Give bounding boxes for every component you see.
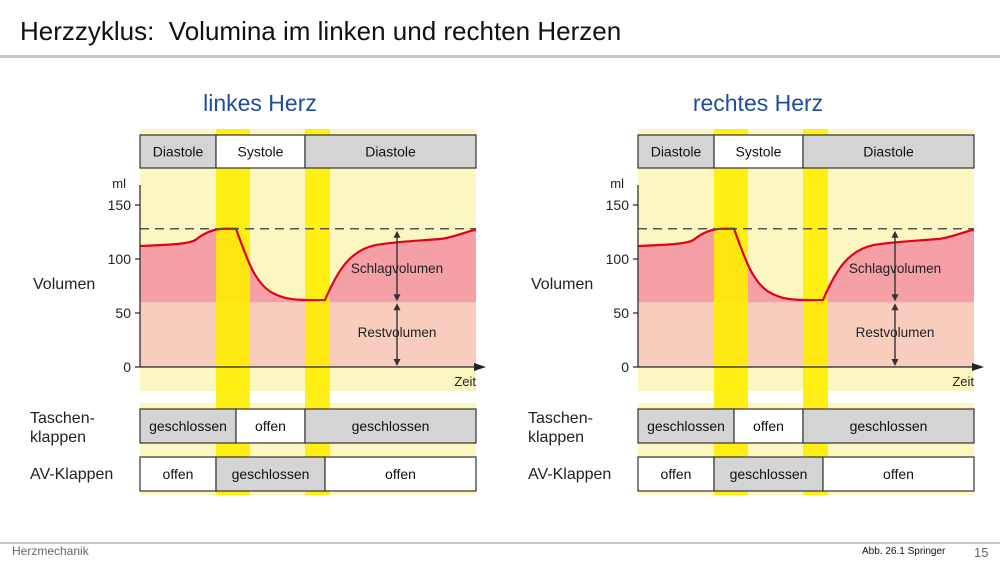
av-klappen-row-cell [324,456,477,492]
taschenklappen-row-cell-label: offen [753,418,784,434]
y-tick-label: 50 [613,305,629,321]
schlagvolumen-label: Schlagvolumen [849,261,941,276]
x-axis-arrow [474,363,486,371]
phase-row-cell [802,134,975,169]
x-axis-arrow [972,363,984,371]
x-axis-label: Zeit [454,374,476,389]
page-number: 15 [974,545,989,560]
slide-title: Herzzyklus: Volumina im linken und recht… [20,16,622,46]
y-tick-label: 100 [108,251,132,267]
volumen-label: Volumen [531,276,593,293]
y-tick-label: 0 [123,359,131,375]
panel-heading: rechtes Herz [692,90,824,116]
footer-topic: Herzmechanik [12,544,89,558]
taschenklappen-row-cell [304,408,477,444]
taschenklappen-row-cell [733,408,804,444]
av-klappen-label: AV-Klappen [30,466,113,483]
taschenklappen-label: klappen [30,429,86,446]
restvolumen-arrow-head [393,303,401,311]
y-tick-label: 0 [621,359,629,375]
y-axis-unit: ml [610,176,624,191]
restvolumen-arrow-head [393,359,401,366]
av-klappen-row-cell [139,456,217,492]
volume-curve [637,227,975,302]
restvolumen-label: Restvolumen [358,325,437,340]
restvolumen-arrow-head [891,359,899,366]
phase-row-cell [215,134,306,169]
av-klappen-row-cell-label: offen [163,466,194,482]
y-tick-label: 100 [606,251,630,267]
y-tick-label: 150 [108,197,132,213]
taschenklappen-label: Taschen- [528,410,593,427]
av-klappen-row-cell [713,456,824,492]
schlagvolumen-arrow-head [393,294,401,302]
taschenklappen-row-cell [802,408,975,444]
phase-row-cell-label: Diastole [863,144,914,160]
taschenklappen-row-cell [637,408,735,444]
volumen-label: Volumen [33,276,95,293]
schlagvolumen-arrow-head [891,230,899,238]
schlagvolumen-arrow-head [393,230,401,238]
av-klappen-row-cell [215,456,326,492]
figure-credit: Abb. 26.1 Springer [862,546,946,557]
y-axis-unit: ml [112,176,126,191]
taschenklappen-row-cell-label: geschlossen [149,418,227,434]
av-klappen-row-cell-label: geschlossen [730,466,808,482]
taschenklappen-row-cell-label: geschlossen [647,418,725,434]
schlagvolumen-arrow-head [891,294,899,302]
av-klappen-row-cell-label: offen [883,466,914,482]
taschenklappen-row-cell-label: offen [255,418,286,434]
av-klappen-row-cell-label: offen [385,466,416,482]
taschenklappen-row-cell-label: geschlossen [850,418,928,434]
av-klappen-row-cell [822,456,975,492]
phase-row-cell-label: Diastole [153,144,204,160]
panel-heading: linkes Herz [203,90,317,116]
restvolumen-label: Restvolumen [856,325,935,340]
restvolumen-arrow-head [891,303,899,311]
footer-divider [0,542,1000,544]
phase-row-cell-label: Diastole [365,144,416,160]
phase-row-cell-label: Diastole [651,144,702,160]
taschenklappen-row-cell-label: geschlossen [352,418,430,434]
taschenklappen-label: Taschen- [30,410,95,427]
phase-row-cell [139,134,217,169]
phase-row-cell [637,134,715,169]
av-klappen-row-cell-label: offen [661,466,692,482]
y-tick-label: 150 [606,197,630,213]
title-divider [0,55,1000,58]
y-tick-label: 50 [115,305,131,321]
av-klappen-row-cell-label: geschlossen [232,466,310,482]
phase-row-cell [304,134,477,169]
volume-curve [139,227,477,302]
x-axis-label: Zeit [952,374,974,389]
phase-row-cell [713,134,804,169]
taschenklappen-row-cell [139,408,237,444]
av-klappen-label: AV-Klappen [528,466,611,483]
phase-row-cell-label: Systole [736,144,782,160]
phase-row-cell-label: Systole [238,144,284,160]
taschenklappen-label: klappen [528,429,584,446]
schlagvolumen-label: Schlagvolumen [351,261,443,276]
